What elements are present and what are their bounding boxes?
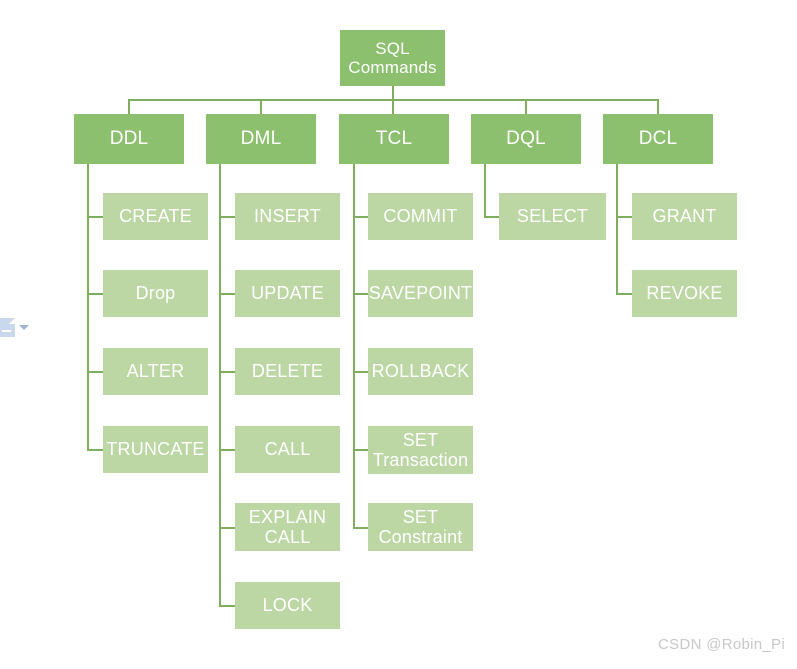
node-leaf-set-constraint[interactable]: SET Constraint: [368, 503, 473, 551]
node-label: COMMIT: [383, 206, 458, 227]
node-leaf-set-transaction[interactable]: SET Transaction: [368, 426, 473, 474]
node-leaf-create[interactable]: CREATE: [103, 193, 208, 240]
node-leaf-select[interactable]: SELECT: [499, 193, 606, 240]
node-sql-commands[interactable]: SQL Commands: [340, 30, 445, 86]
node-leaf-delete[interactable]: DELETE: [235, 348, 340, 395]
connector-elbow-tcl-commit: [353, 216, 368, 218]
node-leaf-grant[interactable]: GRANT: [632, 193, 737, 240]
node-label: EXPLAIN CALL: [248, 506, 327, 547]
node-leaf-rollback[interactable]: ROLLBACK: [368, 348, 473, 395]
node-leaf-call[interactable]: CALL: [235, 426, 340, 473]
node-label: TRUNCATE: [106, 439, 205, 460]
connector-elbow-ddl-truncate: [87, 449, 103, 451]
connector-stem-ddl: [87, 164, 89, 451]
node-label: SET Transaction: [372, 429, 469, 470]
node-label: DELETE: [251, 361, 324, 382]
node-label: CALL: [264, 439, 311, 460]
node-leaf-explain-call[interactable]: EXPLAIN CALL: [235, 503, 340, 551]
node-label: DQL: [506, 128, 546, 150]
node-label: LOCK: [262, 595, 313, 616]
node-category-dql[interactable]: DQL: [471, 114, 581, 164]
chevron-down-icon[interactable]: [19, 325, 29, 330]
node-leaf-truncate[interactable]: TRUNCATE: [103, 426, 208, 473]
node-leaf-lock[interactable]: LOCK: [235, 582, 340, 629]
connector-elbow-tcl-set-constraint: [353, 527, 368, 529]
connector-elbow-dml-delete: [219, 371, 235, 373]
connector-drop-dml: [260, 99, 262, 114]
node-label: SQL Commands: [348, 38, 437, 77]
connector-elbow-tcl-rollback: [353, 371, 368, 373]
connector-drop-tcl: [392, 99, 394, 114]
node-label: UPDATE: [251, 283, 324, 304]
node-label: ROLLBACK: [371, 361, 470, 382]
node-leaf-insert[interactable]: INSERT: [235, 193, 340, 240]
connector-elbow-tcl-savepoint: [353, 293, 368, 295]
connector-elbow-ddl-alter: [87, 371, 103, 373]
node-leaf-commit[interactable]: COMMIT: [368, 193, 473, 240]
connector-elbow-dml-call: [219, 449, 235, 451]
node-leaf-alter[interactable]: ALTER: [103, 348, 208, 395]
connector-root-stem: [392, 86, 394, 100]
connector-elbow-dml-explain-call: [219, 527, 235, 529]
node-label: GRANT: [652, 206, 717, 227]
node-leaf-drop[interactable]: Drop: [103, 270, 208, 317]
node-leaf-update[interactable]: UPDATE: [235, 270, 340, 317]
connector-elbow-ddl-create: [87, 216, 103, 218]
connector-stem-tcl: [353, 164, 355, 528]
node-leaf-revoke[interactable]: REVOKE: [632, 270, 737, 317]
node-category-dcl[interactable]: DCL: [603, 114, 713, 164]
node-label: DDL: [109, 128, 149, 150]
connector-elbow-tcl-set-transaction: [353, 449, 368, 451]
node-label: DML: [240, 128, 282, 150]
connector-elbow-dml-update: [219, 293, 235, 295]
connector-elbow-ddl-drop: [87, 293, 103, 295]
node-label: Drop: [135, 283, 176, 304]
node-category-ddl[interactable]: DDL: [74, 114, 184, 164]
node-label: SAVEPOINT: [368, 283, 473, 304]
connector-drop-dql: [525, 99, 527, 114]
node-leaf-savepoint[interactable]: SAVEPOINT: [368, 270, 473, 317]
connector-drop-ddl: [128, 99, 130, 114]
document-widget[interactable]: [0, 318, 34, 344]
connector-elbow-dml-lock: [219, 605, 235, 607]
document-icon: [0, 318, 15, 337]
node-label: SET Constraint: [378, 506, 463, 547]
node-label: TCL: [375, 128, 413, 150]
connector-stem-dml: [219, 164, 221, 606]
connector-elbow-dcl-revoke: [616, 293, 632, 295]
node-category-tcl[interactable]: TCL: [339, 114, 449, 164]
node-label: CREATE: [119, 206, 192, 227]
connector-drop-dcl: [657, 99, 659, 114]
node-label: ALTER: [126, 361, 185, 382]
connector-elbow-dml-insert: [219, 216, 235, 218]
node-label: DCL: [638, 128, 678, 150]
node-label: SELECT: [516, 206, 589, 227]
connector-elbow-dcl-grant: [616, 216, 632, 218]
node-label: REVOKE: [646, 283, 723, 304]
node-category-dml[interactable]: DML: [206, 114, 316, 164]
connector-elbow-dql-select: [484, 216, 500, 218]
connector-stem-dql: [484, 164, 486, 217]
node-label: INSERT: [254, 206, 321, 227]
connector-stem-dcl: [616, 164, 618, 295]
watermark-text: CSDN @Robin_Pi: [658, 636, 785, 653]
